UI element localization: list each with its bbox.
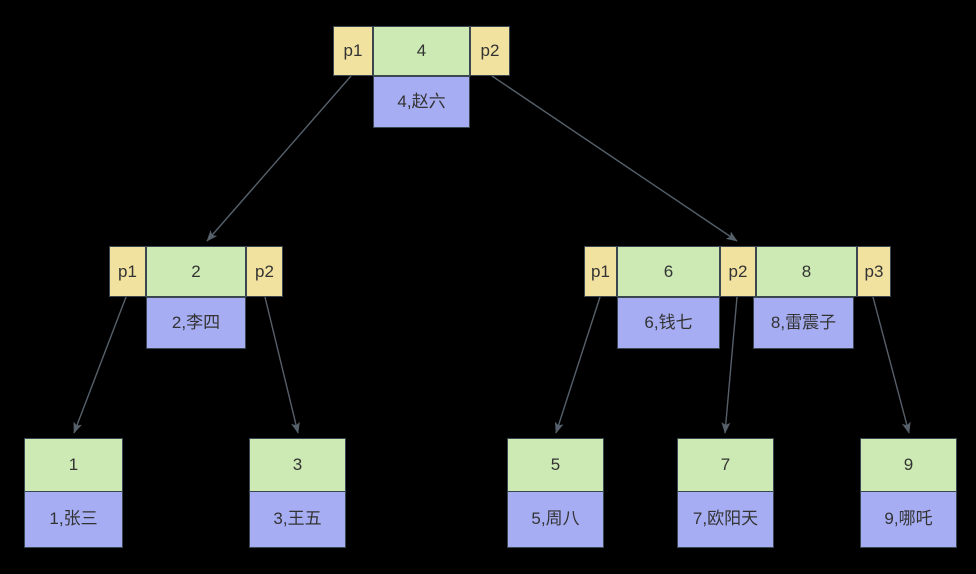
edge-root-p2-to-internal-right: [491, 75, 738, 242]
root-node: p1 4 p2: [333, 26, 510, 76]
leaf-node-5: 5 5,周八: [507, 438, 604, 548]
internal-right-pointer-p3[interactable]: p3: [857, 246, 891, 297]
leaf-key-1[interactable]: 1: [24, 438, 123, 492]
root-key-cell-0[interactable]: 4: [373, 26, 470, 76]
edge-internal-left-p1-to-leaf-1: [73, 296, 127, 434]
root-data-cell-0[interactable]: 4,赵六: [373, 76, 470, 128]
leaf-node-7: 7 7,欧阳天: [677, 438, 774, 548]
leaf-data-3[interactable]: 3,王五: [249, 492, 346, 548]
leaf-node-3: 3 3,王五: [249, 438, 346, 548]
edge-root-p1-to-internal-left: [206, 75, 352, 242]
internal-right-pointer-p2[interactable]: p2: [720, 246, 756, 297]
leaf-data-7[interactable]: 7,欧阳天: [677, 492, 774, 548]
leaf-key-7[interactable]: 7: [677, 438, 774, 492]
internal-right-pointer-p1[interactable]: p1: [584, 246, 617, 297]
leaf-node-1: 1 1,张三: [24, 438, 123, 548]
internal-right-data-cell-1[interactable]: 8,雷震子: [753, 297, 854, 349]
internal-right-key-cell-1[interactable]: 8: [756, 246, 857, 297]
internal-right-node: p1 6 p2 8 p3: [584, 246, 891, 297]
leaf-data-9[interactable]: 9,哪吒: [860, 492, 957, 548]
internal-left-key-cell-0[interactable]: 2: [146, 246, 246, 297]
internal-left-data-cell-0[interactable]: 2,李四: [146, 297, 246, 349]
root-pointer-p2[interactable]: p2: [470, 26, 510, 76]
internal-right-key-cell-0[interactable]: 6: [617, 246, 720, 297]
internal-left-pointer-p1[interactable]: p1: [109, 246, 146, 297]
root-pointer-p1[interactable]: p1: [333, 26, 373, 76]
leaf-data-1[interactable]: 1,张三: [24, 492, 123, 548]
leaf-key-3[interactable]: 3: [249, 438, 346, 492]
edge-internal-right-p2-to-leaf-7: [721, 296, 738, 434]
internal-right-data-cell-0[interactable]: 6,钱七: [617, 297, 720, 349]
internal-left-pointer-p2[interactable]: p2: [246, 246, 283, 297]
edge-internal-right-p3-to-leaf-9: [872, 296, 911, 434]
internal-left-node: p1 2 p2: [109, 246, 283, 297]
leaf-key-5[interactable]: 5: [507, 438, 604, 492]
edge-internal-left-p2-to-leaf-3: [264, 296, 300, 434]
leaf-key-9[interactable]: 9: [860, 438, 957, 492]
edge-internal-right-p1-to-leaf-5: [554, 296, 601, 434]
leaf-data-5[interactable]: 5,周八: [507, 492, 604, 548]
leaf-node-9: 9 9,哪吒: [860, 438, 957, 548]
